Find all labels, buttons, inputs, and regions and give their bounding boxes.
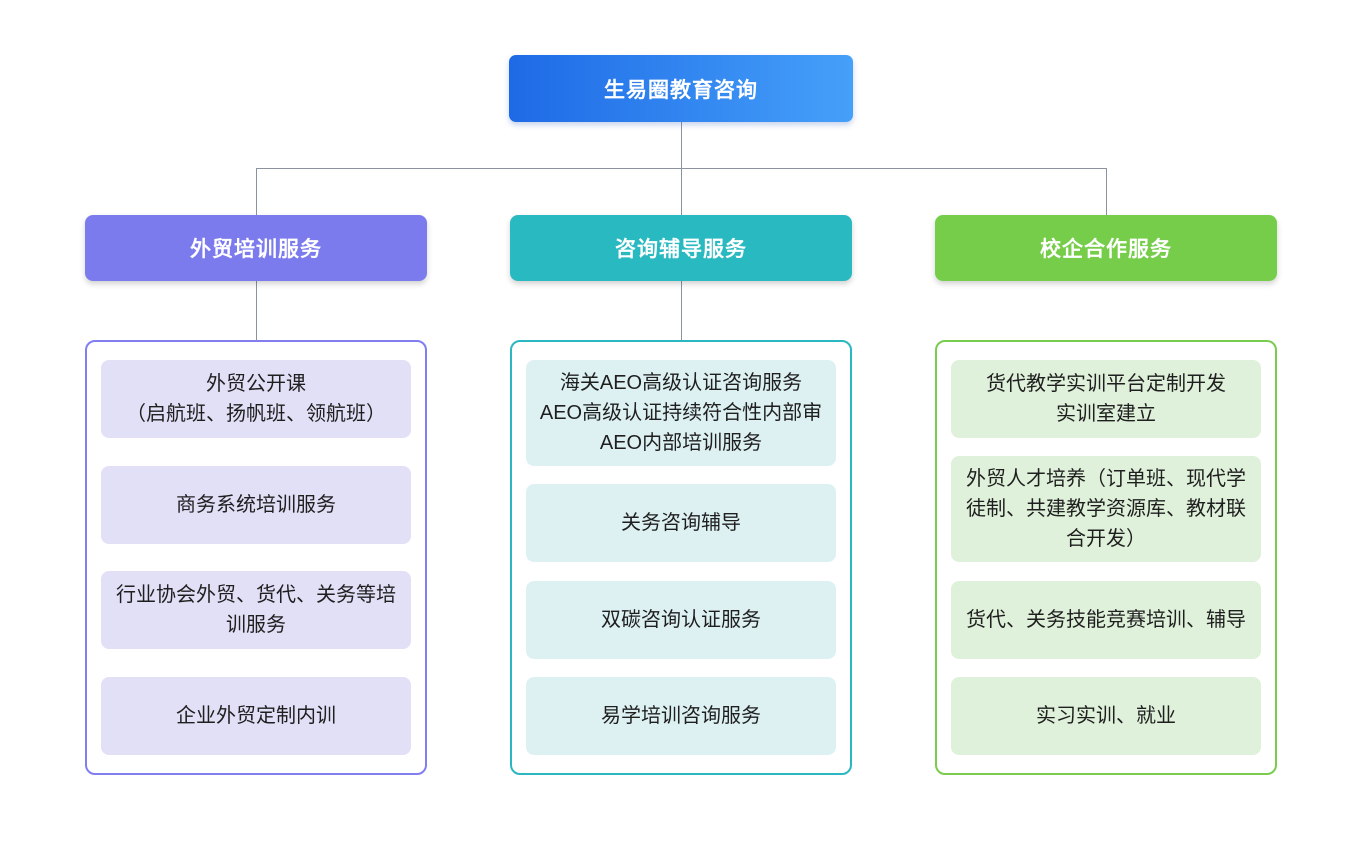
connector-branch-1-to-container [256,281,257,340]
service-item: 企业外贸定制内训 [101,676,411,755]
branch-header-school-enterprise: 校企合作服务 [935,215,1277,281]
connector-drop-branch-3 [1106,168,1107,215]
service-item: 货代、关务技能竞赛培训、辅导 [951,580,1261,659]
branch-container-school-enterprise: 货代教学实训平台定制开发 实训室建立 外贸人才培养（订单班、现代学徒制、共建教学… [935,340,1277,775]
branch-header-trade-training: 外贸培训服务 [85,215,427,281]
service-item: 关务咨询辅导 [526,484,836,563]
connector-drop-branch-1 [256,168,257,215]
service-item: 行业协会外贸、货代、关务等培训服务 [101,571,411,650]
service-item: 外贸人才培养（订单班、现代学徒制、共建教学资源库、教材联合开发） [951,456,1261,563]
service-item: 海关AEO高级认证咨询服务 AEO高级认证持续符合性内部审 AEO内部培训服务 [526,360,836,466]
connector-root-stem [681,122,682,168]
branch-container-consulting: 海关AEO高级认证咨询服务 AEO高级认证持续符合性内部审 AEO内部培训服务 … [510,340,852,775]
branch-container-trade-training: 外贸公开课 （启航班、扬帆班、领航班） 商务系统培训服务 行业协会外贸、货代、关… [85,340,427,775]
branch-header-consulting: 咨询辅导服务 [510,215,852,281]
service-item: 易学培训咨询服务 [526,676,836,755]
service-item: 实习实训、就业 [951,676,1261,755]
connector-branch-2-to-container [681,281,682,340]
connector-drop-branch-2 [681,168,682,215]
service-item: 双碳咨询认证服务 [526,580,836,659]
service-item: 商务系统培训服务 [101,465,411,544]
service-item: 货代教学实训平台定制开发 实训室建立 [951,360,1261,438]
root-node: 生易圈教育咨询 [509,55,853,122]
service-item: 外贸公开课 （启航班、扬帆班、领航班） [101,360,411,438]
